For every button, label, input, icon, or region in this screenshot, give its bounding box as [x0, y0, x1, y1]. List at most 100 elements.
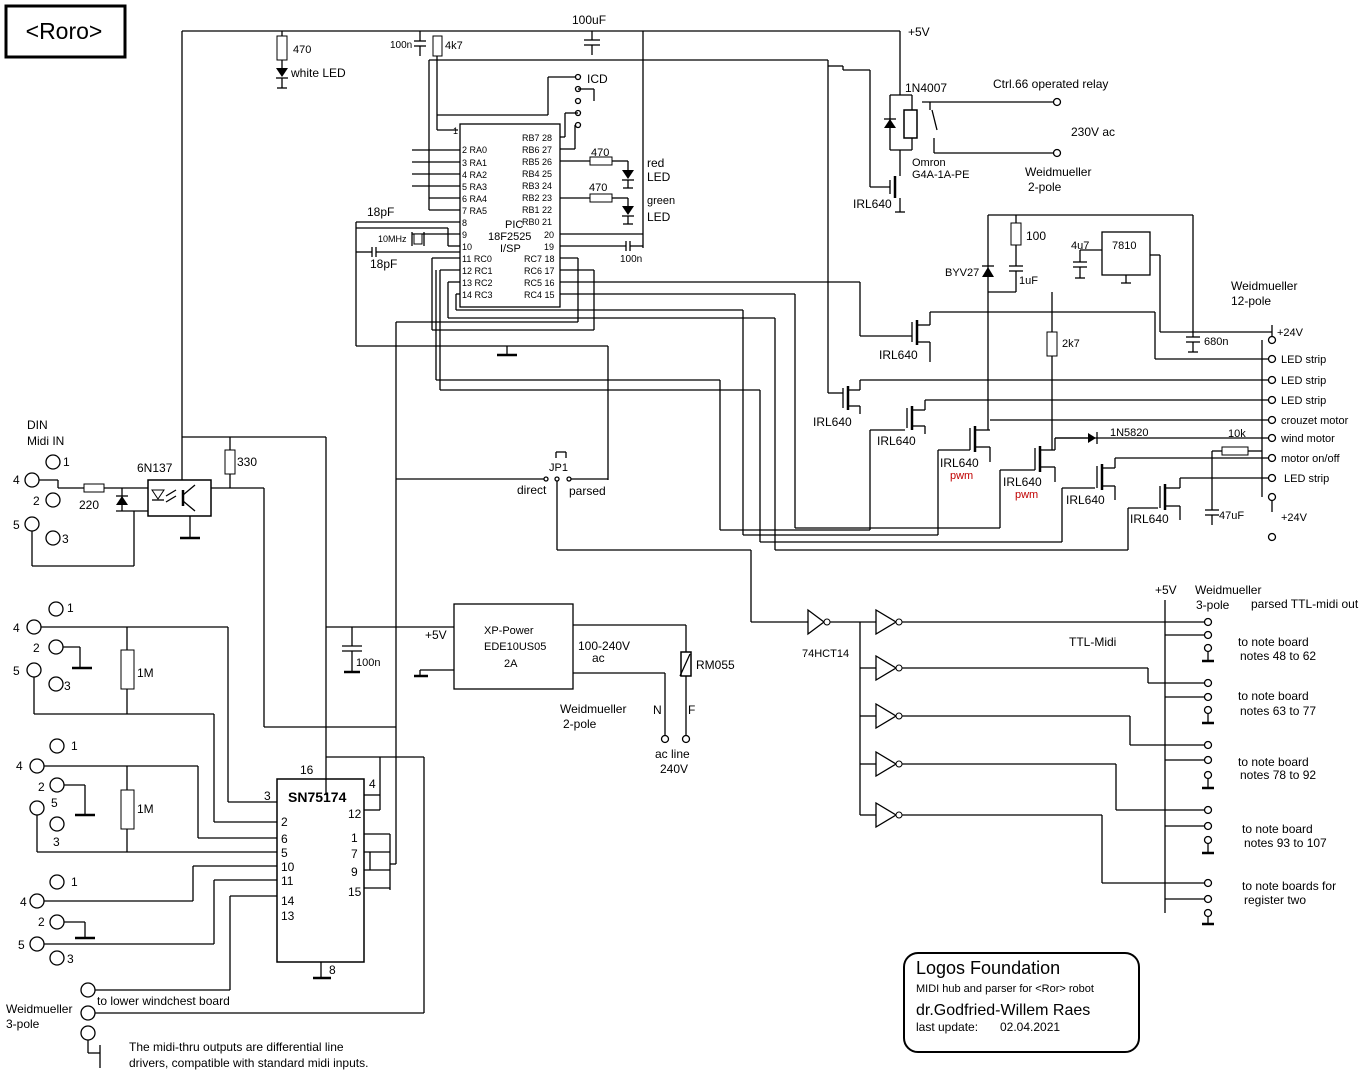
pic-pin-right: RB3 24: [522, 181, 552, 191]
res-330-label: 330: [237, 455, 257, 469]
svg-text:4: 4: [16, 759, 23, 773]
svg-text:3: 3: [67, 952, 74, 966]
svg-text:5: 5: [18, 938, 25, 952]
opto-6n137: 6N137 330: [137, 436, 396, 795]
ttl-midi-label: TTL-Midi: [1069, 635, 1116, 649]
jp1-parsed-label: parsed: [569, 484, 606, 498]
pic-pin-left: 14 RC3: [462, 290, 493, 300]
cap-18pf-label: 18pF: [367, 205, 394, 219]
note-board-label: notes 63 to 77: [1240, 704, 1316, 718]
icd-label: ICD: [587, 72, 608, 86]
sn-pin: 11: [281, 874, 294, 888]
sn-pin: 12: [348, 807, 362, 821]
midi-thru-connectors: 1 4 2 5 3 1M 1 4 2 5 3: [13, 601, 277, 966]
pic-output-wiring: [395, 257, 1158, 770]
note-board-connectors: +5V Weidmueller 3-pole parsed TTL-midi o…: [1155, 583, 1359, 926]
note-board-connector: to note boards for register two: [1202, 878, 1336, 926]
led-green-label: LED: [647, 210, 671, 224]
pic-part: 18F2525: [488, 231, 531, 243]
note-board-label: to note board: [1238, 635, 1309, 649]
output-label: LED strip: [1284, 473, 1329, 485]
sn-pin: 5: [281, 846, 288, 860]
sn-pin: 16: [300, 763, 314, 777]
svg-text:3: 3: [64, 679, 71, 693]
weid-2pole-ac-label: Weidmueller: [560, 702, 626, 716]
irl-label: IRL640: [1130, 512, 1169, 526]
author-name: dr.Godfried-Willem Raes: [916, 1002, 1090, 1019]
psu-label: 2A: [504, 658, 518, 670]
output-label: wind motor: [1280, 433, 1335, 445]
pwm-label: pwm: [1015, 489, 1038, 501]
mosfet: IRL640: [877, 400, 926, 448]
parsed-out-label: parsed TTL-midi out: [1251, 597, 1359, 611]
note-board-label: to note board: [1242, 822, 1313, 836]
note-board-connector: to note board notes 93 to 107: [1202, 805, 1327, 855]
pic-name: PIC: [505, 219, 523, 231]
diode-1n5820-label: 1N5820: [1110, 427, 1149, 439]
din-label: Midi IN: [27, 434, 64, 448]
org-name: Logos Foundation: [916, 958, 1060, 978]
pic-pin-right: RC7 18: [524, 254, 555, 264]
pic-pin-right: RB7 28: [522, 133, 552, 143]
sn75174-driver: SN75174 3 2 6 5 10 11 14 13 4 12 1 7 9 1…: [88, 756, 425, 1014]
pic-pin-right: RB5 26: [522, 157, 552, 167]
pic-18f2525: 1 2 RA0 3 RA1 4 RA2 5 RA3 6 RA4 7 RA5 8 …: [453, 123, 561, 308]
pic-pin-left: 7 RA5: [462, 206, 487, 216]
irl-label: IRL640: [877, 434, 916, 448]
lower-windchest-label: to lower windchest board: [97, 994, 230, 1008]
mosfet: IRL640: [1130, 478, 1181, 526]
cap-1uf-label: 1uF: [1019, 275, 1038, 287]
res-100-label: 100: [1026, 229, 1046, 243]
cap-100n-pic-label: 100n: [620, 254, 642, 265]
rm055-label: RM055: [696, 658, 735, 672]
pic-pin-left: 9: [462, 230, 467, 240]
pic-pin-right: 20: [544, 230, 554, 240]
f-label: F: [688, 703, 695, 717]
output-label: LED strip: [1281, 354, 1326, 366]
psu-label: XP-Power: [484, 625, 534, 637]
ac-line-label: 240V: [660, 762, 688, 776]
update-label: last update:: [916, 1020, 978, 1034]
pic-input-lines: [412, 59, 843, 394]
pic-pin-left: 3 RA1: [462, 158, 487, 168]
pic-pin-left: 11 RC0: [462, 254, 492, 264]
pic-pin-right: RC4 15: [524, 290, 555, 300]
res-470-label: 470: [293, 44, 311, 56]
pic-pin-right: RB0 21: [522, 217, 552, 227]
diagram-title: <Roro>: [26, 18, 103, 44]
psu-in-label: 100-240V: [578, 639, 630, 653]
sn75174-label: SN75174: [288, 789, 347, 805]
res-2k7-label: 2k7: [1062, 338, 1080, 350]
irl-label: IRL640: [853, 197, 892, 211]
sn-pin: 15: [348, 885, 362, 899]
psu-in-label: ac: [592, 651, 605, 665]
footnote-line: drivers, compatible with standard midi i…: [129, 1056, 368, 1070]
icd-connector: ICD: [560, 72, 608, 150]
note-board-label: to note board: [1238, 689, 1309, 703]
pic-pin-left: 4 RA2: [462, 170, 487, 180]
weid-2pole-label: 2-pole: [1028, 180, 1062, 194]
sn-pin: 7: [351, 847, 358, 861]
weid-3pole-label: Weidmueller: [6, 1002, 72, 1016]
output-label: +24V: [1277, 327, 1304, 339]
note-board-connector: to note board notes 48 to 62: [1202, 617, 1316, 663]
crystal-label: 10MHz: [378, 234, 407, 244]
pic-pin-left: 1: [453, 126, 458, 136]
cap-100n-psu-label: 100n: [356, 657, 380, 669]
pic-pin-right: RB1 22: [522, 205, 552, 215]
mosfet: IRL640: [879, 312, 931, 362]
update-date: 02.04.2021: [1000, 1020, 1060, 1034]
pwm-label: pwm: [950, 470, 973, 482]
irl-label: IRL640: [813, 415, 852, 429]
sn-pin: 8: [329, 963, 336, 977]
24v-supply-section: 100 1uF BYV27 4u7 7810 680n 2k7: [945, 214, 1272, 450]
mosfet: IRL640: [1066, 458, 1116, 507]
svg-text:2: 2: [33, 494, 40, 508]
white-led-label: white LED: [290, 66, 346, 80]
hct14-label: 74HCT14: [802, 648, 849, 660]
svg-text:2: 2: [33, 641, 40, 655]
svg-text:1: 1: [71, 739, 78, 753]
sn-pin: 3: [264, 789, 271, 803]
pic-pin-right: RB4 25: [522, 169, 552, 179]
irl-label: IRL640: [1066, 493, 1105, 507]
